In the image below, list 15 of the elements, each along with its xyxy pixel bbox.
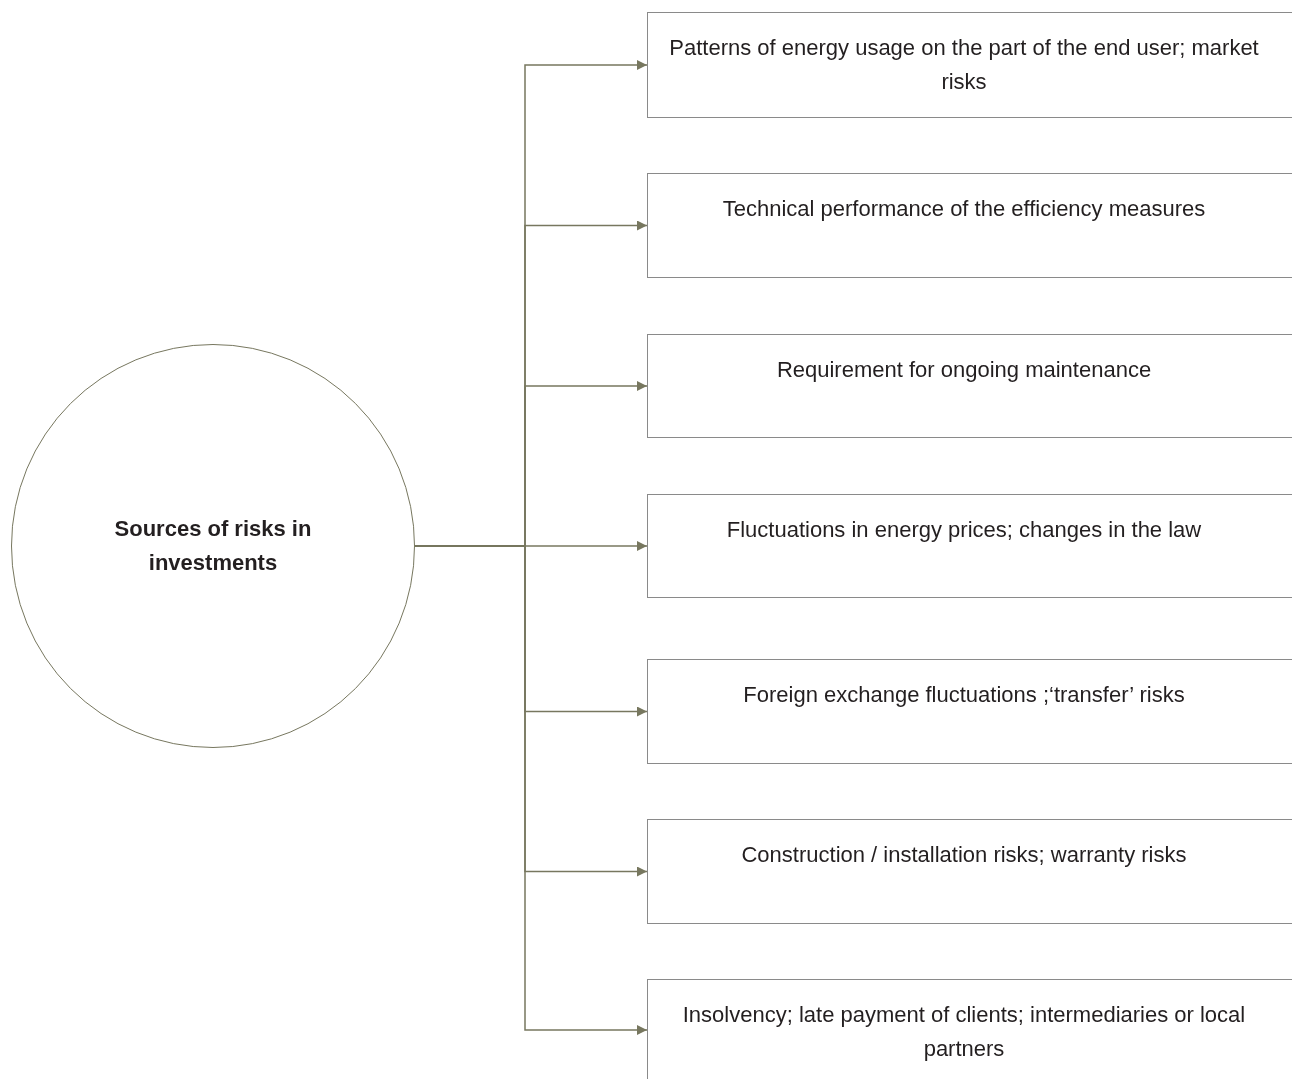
risk-box [647, 173, 1292, 278]
risk-box [647, 979, 1292, 1079]
risk-text: Foreign exchange fluctuations ;‘transfer’ risks [742, 681, 1186, 709]
risk-text: Technical performance of the efficiency measures [721, 195, 1207, 223]
risk-text: Patterns of energy usage on the part of the end user; market risks [669, 34, 1259, 96]
risk-box [647, 819, 1292, 924]
topic-text: Sources of risks in investments [113, 515, 313, 577]
risk-text: Construction / installation risks; warranty risks [740, 841, 1188, 869]
risk-box [647, 334, 1292, 438]
risk-box [647, 494, 1292, 598]
risk-text: Fluctuations in energy prices; changes in the law [725, 516, 1203, 544]
risk-text: Insolvency; late payment of clients; intermediaries or local partners [681, 1001, 1247, 1063]
risk-box [647, 12, 1292, 118]
risk-box [647, 659, 1292, 764]
risk-text: Requirement for ongoing maintenance [775, 356, 1153, 384]
